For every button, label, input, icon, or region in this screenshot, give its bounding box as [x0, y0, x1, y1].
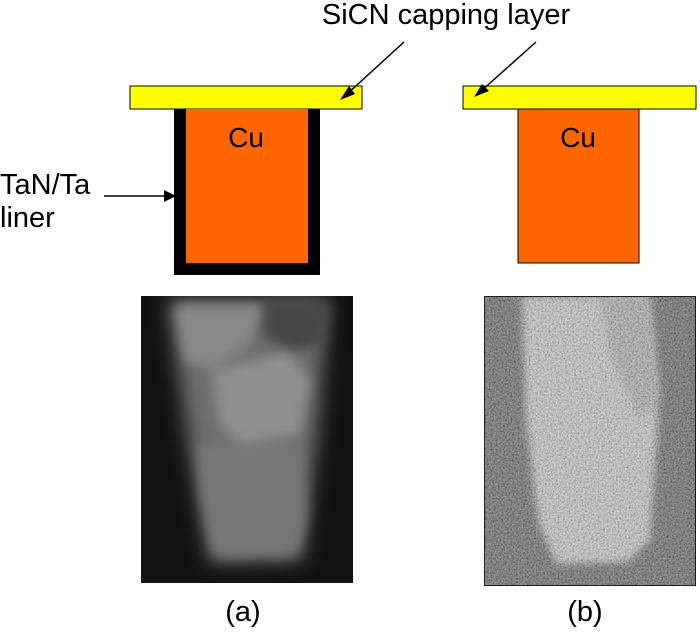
copper-fill-a: [186, 109, 308, 263]
cu-label-a: Cu: [228, 122, 264, 153]
capping-layer-label: SiCN capping layer: [322, 0, 571, 31]
liner-arrow: [104, 190, 176, 202]
capping-layer-a: [129, 85, 363, 110]
capping-layer-b: [462, 85, 697, 110]
liner-label-line1: TaN/Ta: [0, 169, 91, 201]
schematic-a: Cu: [129, 85, 363, 275]
liner-label-line2: liner: [0, 202, 55, 234]
schematic-b: Cu: [462, 85, 697, 264]
micrograph-b: [484, 296, 696, 586]
caption-b: (b): [567, 596, 602, 628]
copper-fill-b: [517, 108, 640, 264]
capping-arrows: [340, 41, 537, 100]
micrograph-a: [141, 296, 353, 583]
cu-label-b: Cu: [560, 122, 596, 153]
caption-a: (a): [225, 596, 260, 628]
